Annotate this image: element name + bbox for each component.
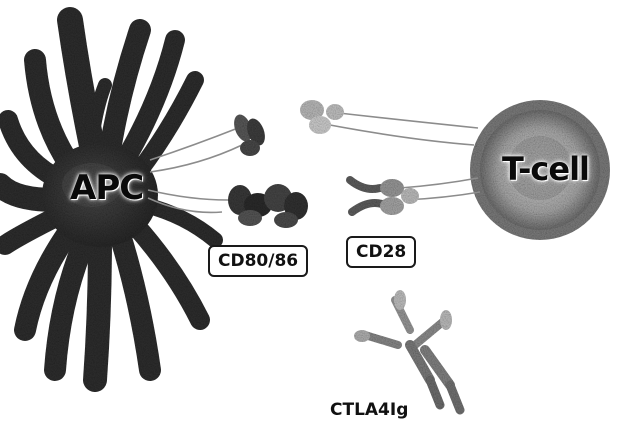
- apc-dendrite: [120, 235, 150, 370]
- cd80-86-label: CD80/86: [208, 245, 308, 277]
- cd28-molecule: [350, 179, 419, 215]
- tcr-molecule: [300, 100, 344, 134]
- cd28-label: CD28: [346, 236, 416, 268]
- apc-surface-molecule: [231, 112, 269, 156]
- cd80-86-molecule: [228, 184, 308, 228]
- ctla4ig-label: CTLA4Ig: [330, 400, 408, 420]
- apc-label: APC: [70, 168, 143, 208]
- apc-dendrite: [95, 240, 100, 380]
- tcell-label: T-cell: [502, 150, 589, 188]
- apc-dendrite: [35, 60, 70, 165]
- ctla4ig-molecule: [354, 290, 460, 410]
